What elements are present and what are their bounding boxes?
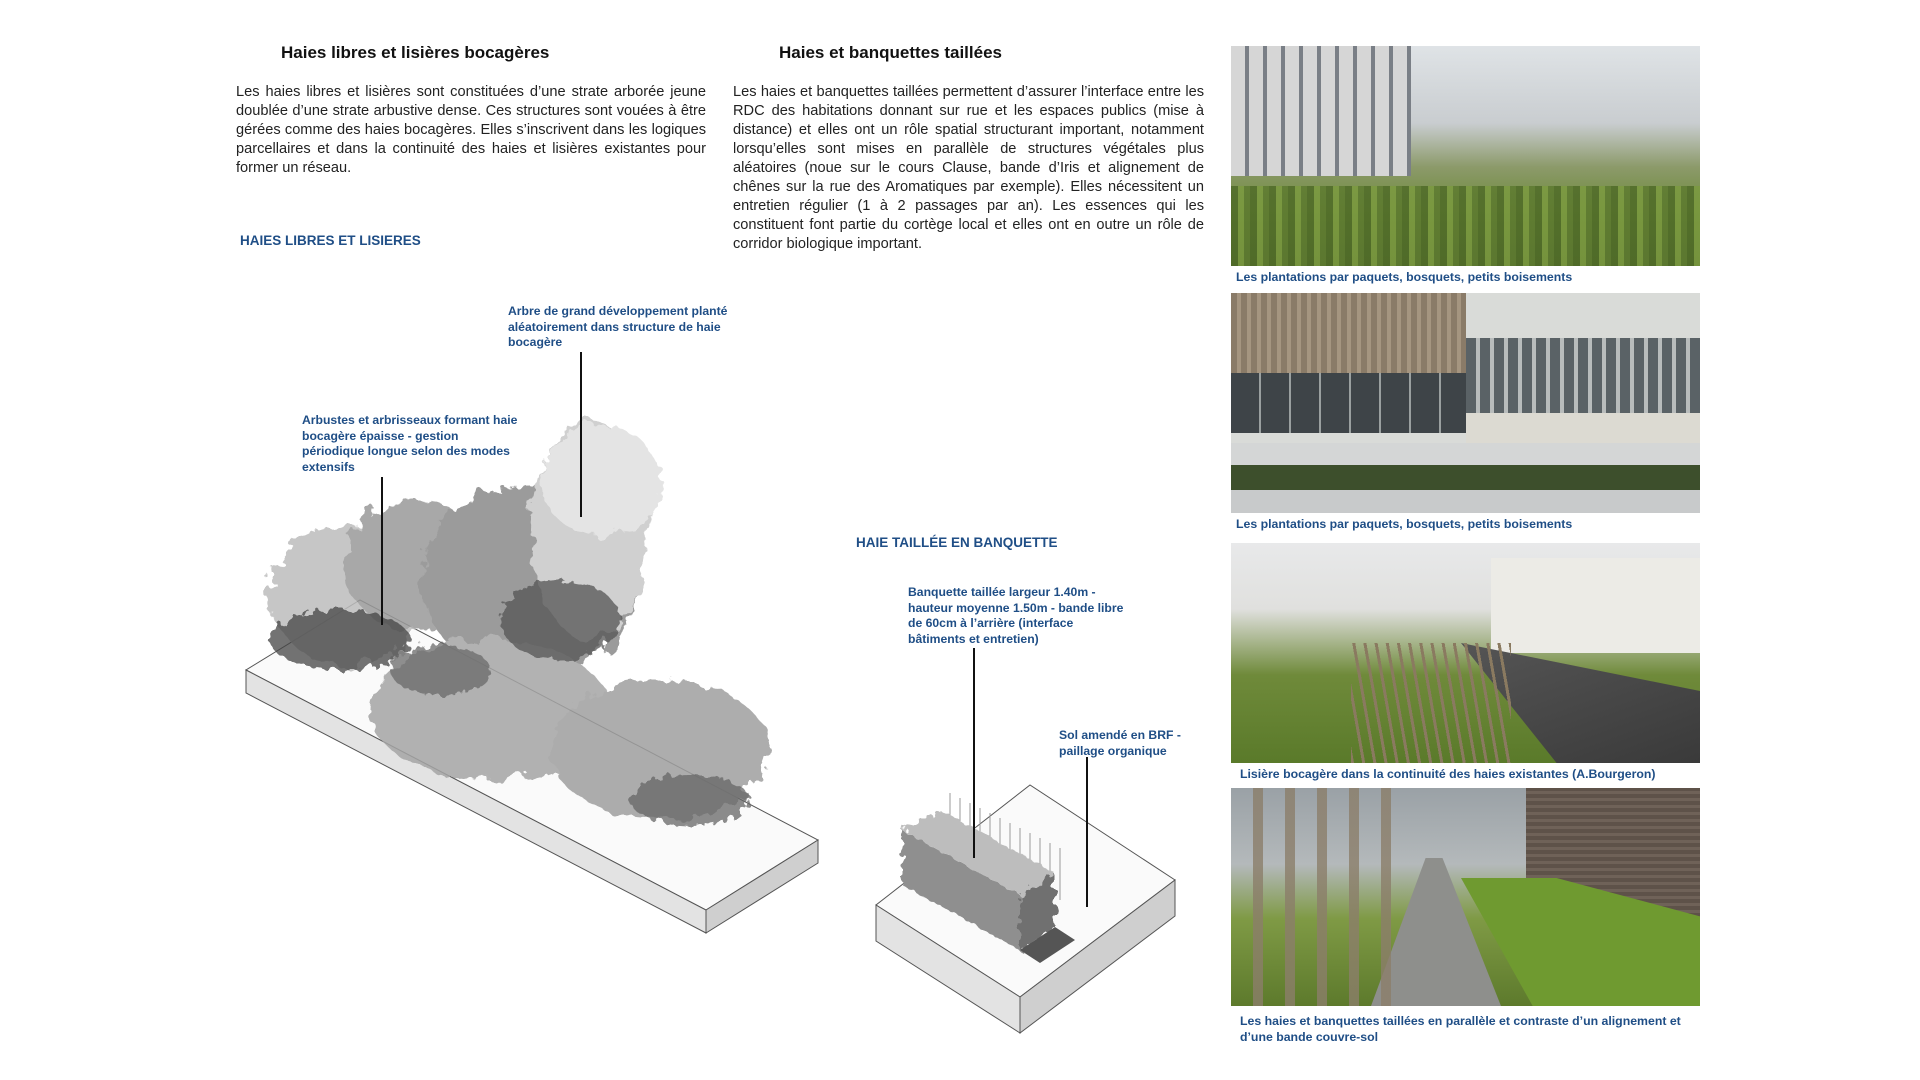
glass-facade-right	[1466, 338, 1700, 413]
wood-fence	[1351, 643, 1511, 763]
photo-plantations-1	[1231, 46, 1700, 266]
left-paragraph: Les haies libres et lisières sont consti…	[236, 84, 706, 176]
left-heading: Haies libres et lisières bocagères	[281, 43, 550, 62]
grass-meadow	[1231, 186, 1700, 266]
pavement	[1231, 490, 1700, 513]
shrubs-leader-line	[381, 477, 383, 625]
note-soil: Sol amendé en BRF - paillage organique	[1059, 728, 1181, 758]
photo-caption-4: Les haies et banquettes taillées en para…	[1240, 1014, 1681, 1044]
wood-cladding	[1231, 293, 1466, 373]
photo-caption-2: Les plantations par paquets, bosquets, p…	[1236, 517, 1573, 531]
tree-stakes	[1231, 788, 1401, 1006]
middle-heading: Haies et banquettes taillées	[779, 43, 1002, 62]
concrete-wall	[1466, 413, 1700, 443]
banquette-leader-line	[973, 648, 975, 858]
left-section-label: HAIES LIBRES ET LISIERES	[240, 233, 421, 248]
building-facade	[1231, 46, 1411, 176]
photo-haies-banquettes	[1231, 788, 1700, 1006]
banquette-isometric-diagram	[875, 784, 1176, 1035]
glass-facade	[1231, 373, 1466, 433]
planting-bed	[1231, 465, 1700, 490]
note-banquette: Banquette taillée largeur 1.40m - hauteu…	[908, 585, 1124, 646]
tree-leader-line	[580, 352, 582, 517]
photo-lisiere-bocagere	[1231, 543, 1700, 763]
photo-plantations-2	[1231, 293, 1700, 513]
note-shrubs: Arbustes et arbrisseaux formant haie boc…	[302, 413, 518, 474]
soil-leader-line	[1086, 757, 1088, 907]
house	[1491, 558, 1700, 653]
photo-caption-1: Les plantations par paquets, bosquets, p…	[1236, 270, 1573, 284]
path	[1231, 443, 1700, 465]
middle-paragraph: Les haies et banquettes taillées permett…	[733, 84, 1204, 252]
middle-section-label: HAIE TAILLÉE EN BANQUETTE	[856, 535, 1058, 550]
photo-caption-3: Lisière bocagère dans la continuité des …	[1240, 767, 1656, 781]
note-tree: Arbre de grand développement planté aléa…	[508, 304, 728, 349]
hedge-isometric-diagram	[244, 420, 820, 934]
